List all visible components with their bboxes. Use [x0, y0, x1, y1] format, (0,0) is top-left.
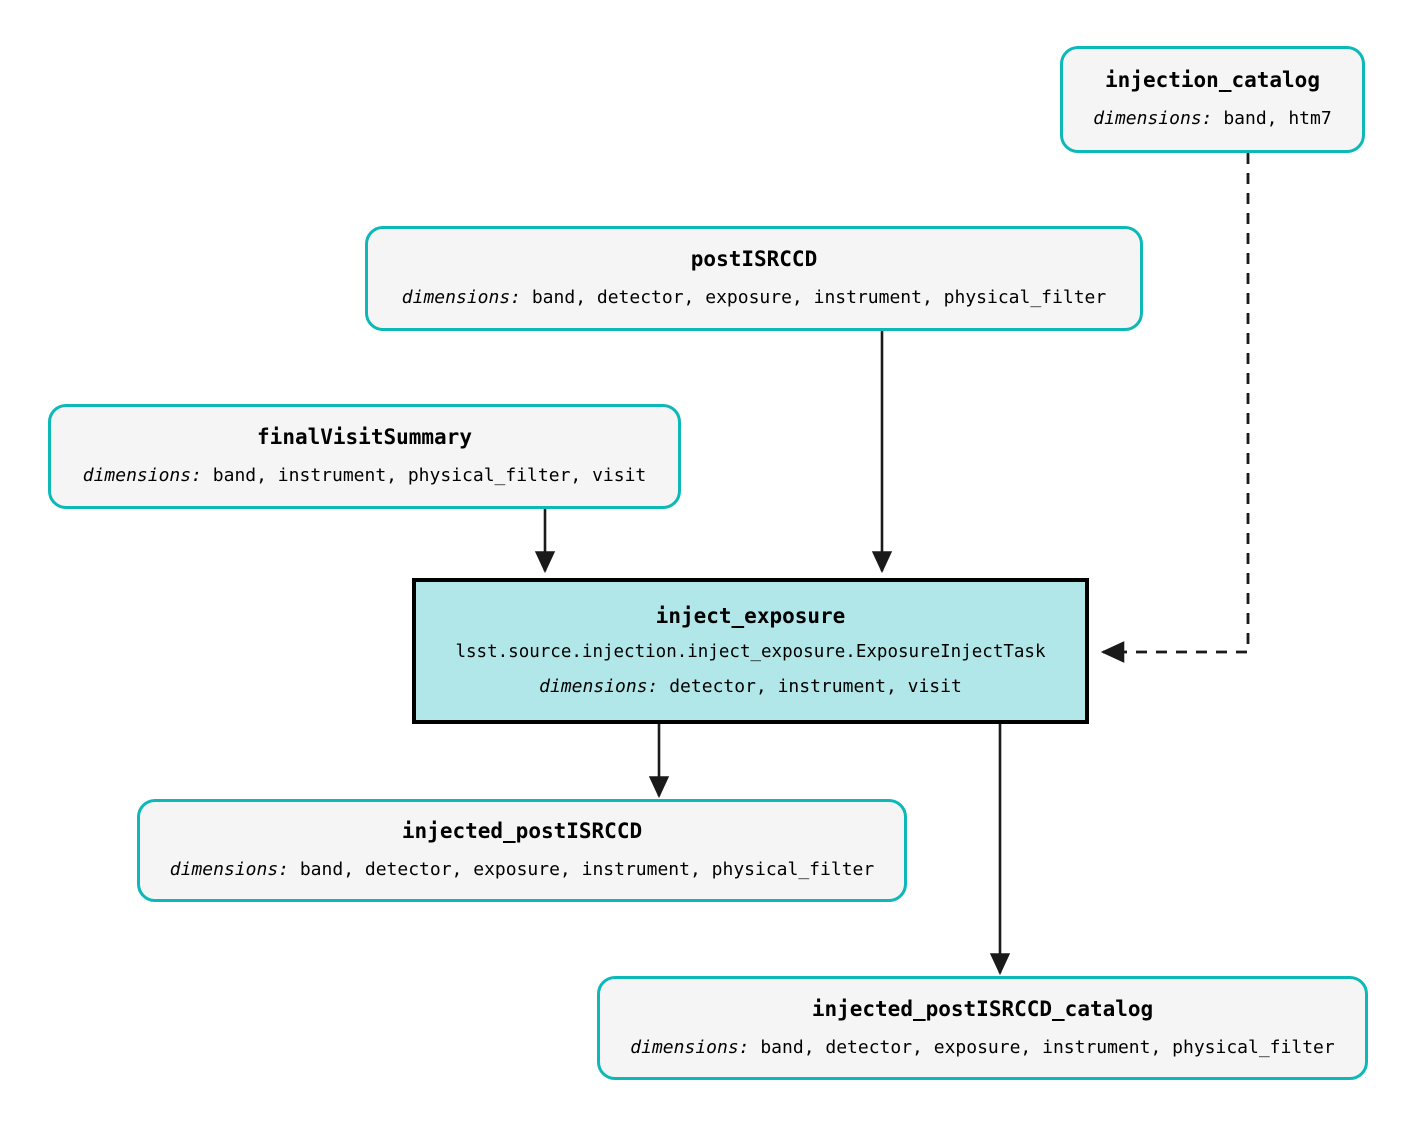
node-finalvisitsummary[interactable]: finalVisitSummary dimensions: band, inst…	[48, 404, 681, 509]
dimensions-value: detector, instrument, visit	[669, 675, 962, 697]
dimensions-label: dimensions:	[1093, 108, 1224, 130]
node-title: postISRCCD	[690, 247, 818, 272]
dimensions-label: dimensions:	[401, 287, 532, 309]
node-dimensions: dimensions: band, instrument, physical_f…	[83, 465, 647, 487]
node-dimensions: dimensions: band, detector, exposure, in…	[402, 287, 1106, 309]
node-injected-postisrccd-catalog[interactable]: injected_postISRCCD_catalog dimensions: …	[597, 976, 1368, 1080]
dimensions-label: dimensions:	[169, 859, 300, 881]
dimensions-label: dimensions:	[82, 465, 213, 487]
node-title: inject_exposure	[655, 603, 846, 628]
node-title: injected_postISRCCD_catalog	[811, 996, 1154, 1021]
dimensions-label: dimensions:	[539, 675, 670, 697]
dimensions-value: band, detector, exposure, instrument, ph…	[299, 859, 875, 881]
node-injection-catalog[interactable]: injection_catalog dimensions: band, htm7	[1060, 46, 1365, 153]
node-injected-postisrccd[interactable]: injected_postISRCCD dimensions: band, de…	[137, 799, 907, 902]
node-dimensions: dimensions: band, detector, exposure, in…	[630, 1037, 1334, 1059]
node-title: injected_postISRCCD	[401, 819, 643, 844]
dimensions-value: band, detector, exposure, instrument, ph…	[531, 287, 1107, 309]
dimensions-label: dimensions:	[630, 1036, 761, 1058]
node-title: finalVisitSummary	[257, 425, 472, 450]
node-dimensions: dimensions: band, detector, exposure, in…	[170, 859, 874, 881]
dimensions-value: band, detector, exposure, instrument, ph…	[760, 1036, 1335, 1058]
node-title: injection_catalog	[1105, 68, 1320, 93]
node-dimensions: dimensions: band, htm7	[1093, 108, 1331, 130]
dimensions-value: band, htm7	[1223, 108, 1332, 130]
node-dimensions: dimensions: detector, instrument, visit	[539, 676, 962, 698]
node-postisrccd[interactable]: postISRCCD dimensions: band, detector, e…	[365, 226, 1143, 331]
node-inject-exposure[interactable]: inject_exposure lsst.source.injection.in…	[412, 578, 1089, 724]
dimensions-value: band, instrument, physical_filter, visit	[212, 465, 647, 487]
node-class-path: lsst.source.injection.inject_exposure.Ex…	[455, 641, 1046, 662]
